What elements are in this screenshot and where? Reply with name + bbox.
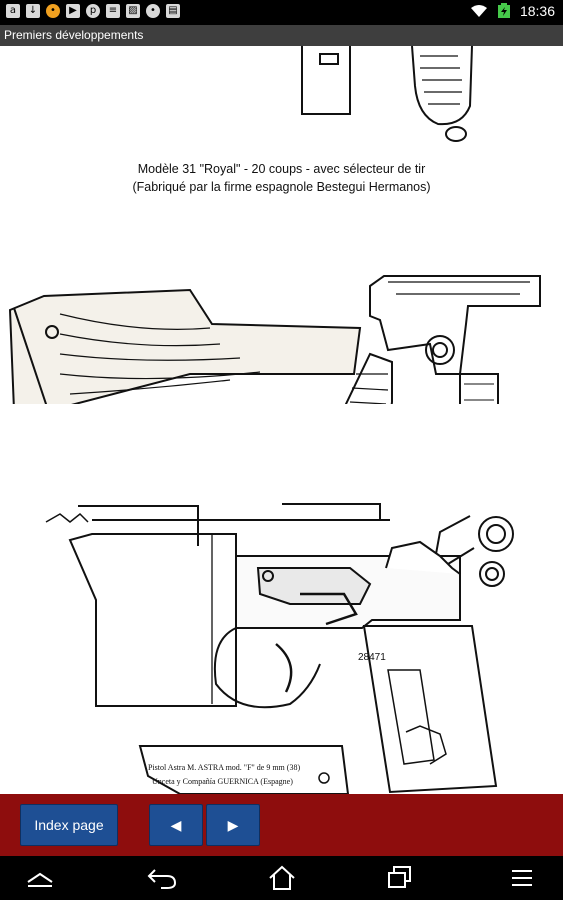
notification-icons: a ↓ • ▶ p ≡ ▨ • ▤ [6,4,180,18]
previous-page-button[interactable]: ◀ [149,804,203,846]
battery-icon [497,3,510,18]
pinterest-icon: p [86,4,100,18]
messenger-icon: • [146,4,160,18]
stamp-line-2: Unceta y Compañía GUERNICA (Espagne) [152,777,293,786]
clock: 18:36 [519,3,555,19]
youtube-icon: ▶ [66,4,80,18]
stamp-line-1: Pistol Astra M. ASTRA mod. "F" de 9 mm (… [148,763,300,772]
arrow-left-icon: ◀ [170,816,182,833]
wifi-icon [470,5,487,17]
amazon-icon: a [6,4,20,18]
news-icon: ≡ [106,4,120,18]
next-page-button[interactable]: ▶ [206,804,260,846]
content-area[interactable]: Modèle 31 "Royal" - 20 coups - avec séle… [0,46,563,794]
home-icon [269,865,295,890]
recent-apps-button[interactable] [380,862,420,894]
system-nav-bar [0,856,563,900]
pistol-with-stock-drawing [8,275,541,404]
briefcase-icon: ▤ [166,4,180,18]
page-title: Premiers développements [0,25,563,46]
caption-line-2: (Fabriqué par la firme espagnole Bestegu… [132,180,431,194]
figure-caption: Modèle 31 "Royal" - 20 coups - avec séle… [0,160,563,196]
image-icon: ▨ [126,4,140,18]
caption-line-1: Modèle 31 "Royal" - 20 coups - avec séle… [137,162,426,176]
notification-icon: • [46,4,60,18]
download-icon: ↓ [26,4,40,18]
menu-button[interactable] [502,862,542,894]
footer-bar: Index page ◀ ▶ [0,794,563,856]
arrow-right-icon: ▶ [227,816,239,833]
back-button[interactable] [142,862,182,894]
status-bar: a ↓ • ▶ p ≡ ▨ • ▤ 18:36 [0,0,563,25]
back-icon [147,869,177,889]
collapse-button[interactable] [20,862,60,894]
pistol-partial-drawing [301,46,473,142]
home-button[interactable] [262,862,302,894]
index-page-button[interactable]: Index page [20,804,118,846]
menu-icon [512,870,532,886]
collapse-icon [27,872,53,887]
pistol-cutaway-drawing: 28471 Pistol Astra M. ASTRA mod. "F" de … [45,503,514,794]
recent-apps-icon [388,866,411,888]
serial-number: 28471 [358,652,386,663]
